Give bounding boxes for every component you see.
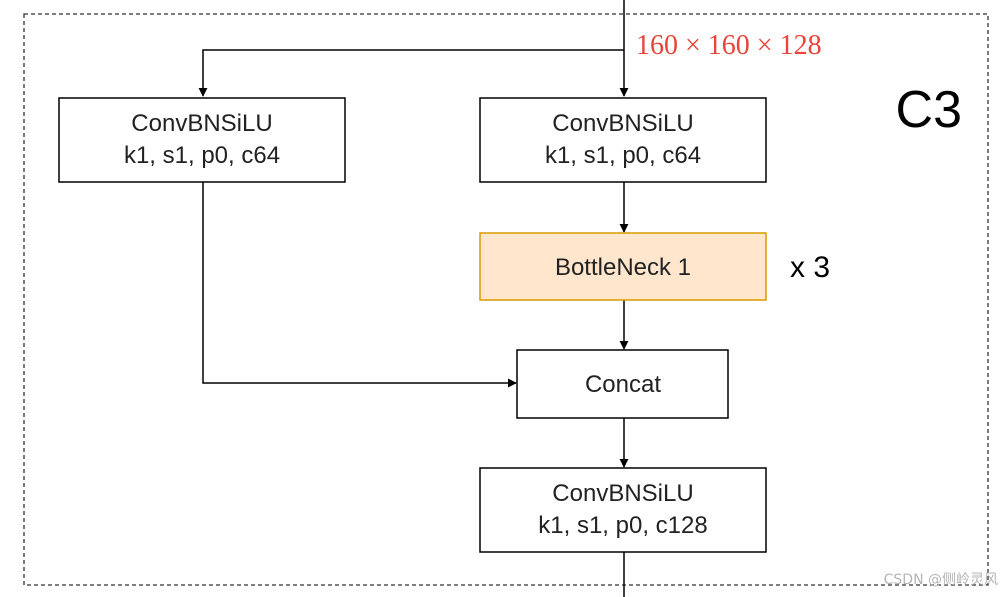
node-conv-out: ConvBNSiLU k1, s1, p0, c128 (479, 467, 767, 553)
node-conv-right-title: ConvBNSiLU (552, 110, 693, 137)
node-conv-out-params: k1, s1, p0, c128 (538, 512, 707, 539)
node-conv-out-title: ConvBNSiLU (552, 480, 693, 507)
node-bottleneck-title: BottleNeck 1 (555, 254, 691, 281)
arrow-conv-left-to-concat (202, 182, 517, 388)
node-conv-right: ConvBNSiLU k1, s1, p0, c64 (479, 97, 767, 183)
node-conv-right-params: k1, s1, p0, c64 (545, 142, 701, 169)
node-bottleneck: BottleNeck 1 (479, 232, 767, 301)
module-label: C3 (896, 81, 962, 139)
module-container (23, 13, 989, 586)
node-conv-left: ConvBNSiLU k1, s1, p0, c64 (58, 97, 346, 183)
input-dims-label: 160 × 160 × 128 (636, 30, 822, 61)
node-conv-left-title: ConvBNSiLU (131, 110, 272, 137)
node-conv-left-params: k1, s1, p0, c64 (124, 142, 280, 169)
node-concat: Concat (516, 349, 729, 419)
watermark: CSDN @侧岭灵风 (884, 572, 998, 588)
arrow-input-to-conv-left (198, 49, 624, 97)
node-concat-title: Concat (585, 371, 661, 398)
repeat-label: x 3 (790, 251, 830, 284)
